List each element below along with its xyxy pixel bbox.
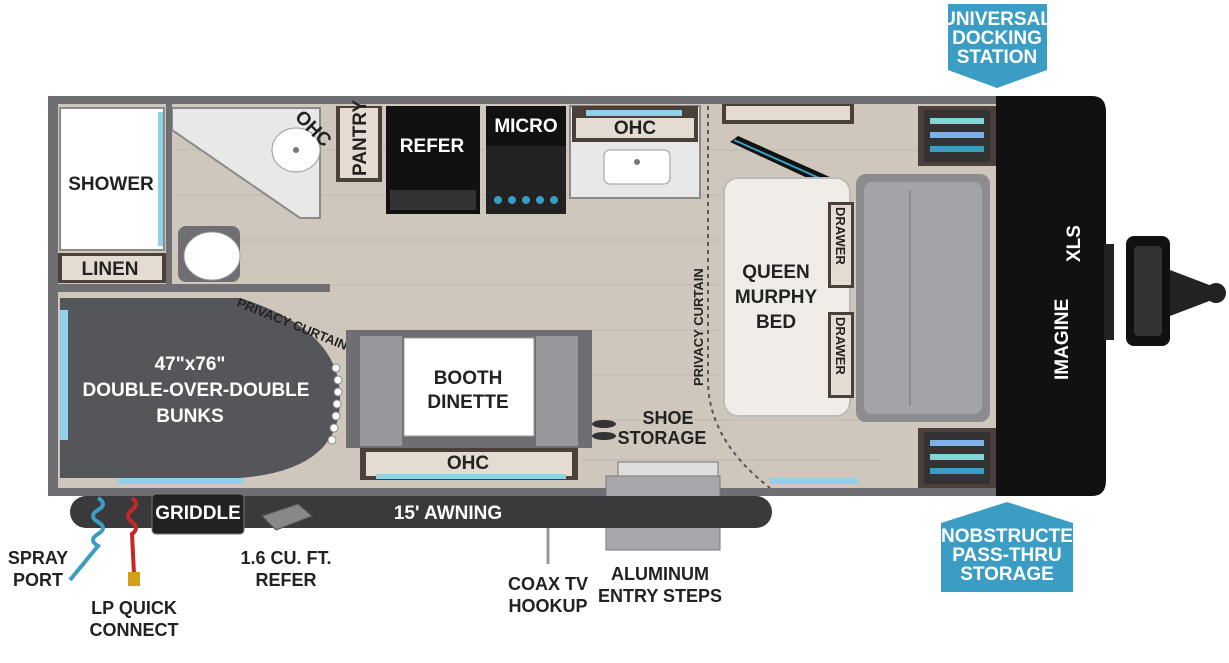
shower-window bbox=[158, 112, 163, 246]
pantry-label: PANTRY bbox=[350, 100, 371, 176]
lp-hose bbox=[126, 496, 138, 575]
drawer-bottom-label: DRAWER bbox=[833, 317, 848, 375]
pass-thru-storage-badge: UNOBSTRUCTED PASS-THRU STORAGE bbox=[927, 502, 1087, 592]
brand-sub: XLS bbox=[1064, 225, 1085, 262]
awning bbox=[70, 496, 772, 528]
coax-label-2: HOOKUP bbox=[508, 596, 587, 616]
bunks-size-label: 47"x76" bbox=[155, 354, 226, 375]
badge-docking-line-1: UNIVERSAL bbox=[942, 9, 1052, 30]
badge-storage-line-1: UNOBSTRUCTED bbox=[927, 526, 1086, 547]
spray-port-label-1: SPRAY bbox=[8, 548, 68, 568]
dinette-label-2: DINETTE bbox=[427, 392, 508, 413]
bath-wall bbox=[166, 104, 172, 284]
cubby-bottom bbox=[918, 428, 996, 488]
griddle bbox=[151, 493, 245, 535]
burners bbox=[494, 196, 558, 204]
bed-label-1: QUEEN bbox=[742, 262, 810, 283]
linen-label: LINEN bbox=[82, 259, 139, 280]
bedroom-window bbox=[770, 478, 858, 484]
dinette-ohc-label: OHC bbox=[447, 453, 490, 474]
privacy-curtain-label: PRIVACY CURTAIN bbox=[691, 268, 706, 386]
front-cap: IMAGINE XLS bbox=[996, 96, 1106, 496]
murphy-bed bbox=[723, 177, 851, 417]
bunk-window bbox=[118, 478, 244, 484]
steps-label-1: ALUMINUM bbox=[611, 564, 709, 584]
privacy-curtain-rings bbox=[327, 363, 343, 445]
shower-label: SHOWER bbox=[68, 174, 154, 195]
bed-label-3: BED bbox=[756, 312, 796, 333]
linen-door bbox=[62, 256, 162, 280]
lp-connector bbox=[128, 572, 140, 586]
bunks bbox=[60, 298, 341, 478]
shoe-storage-label-1: SHOE bbox=[642, 408, 693, 428]
coax-label-1: COAX TV bbox=[508, 574, 588, 594]
toilet bbox=[178, 226, 241, 282]
lp-label-2: CONNECT bbox=[90, 620, 179, 640]
drawer-top-label: DRAWER bbox=[833, 207, 848, 265]
booth-dinette bbox=[346, 330, 592, 448]
bunk-wall bbox=[58, 284, 330, 292]
spray-hose bbox=[68, 496, 105, 582]
refer-door-ext bbox=[261, 503, 313, 531]
dinette-label-1: BOOTH bbox=[434, 368, 503, 389]
hitch bbox=[1104, 236, 1226, 346]
refer-ext-label-2: REFER bbox=[255, 570, 316, 590]
badge-storage-line-3: STORAGE bbox=[960, 564, 1054, 585]
bunks-type-label: DOUBLE-OVER-DOUBLE bbox=[83, 380, 310, 401]
badge-docking-line-2: DOCKING bbox=[952, 28, 1042, 49]
shoes-icon bbox=[592, 420, 616, 440]
privacy-curtain-line bbox=[707, 106, 771, 489]
badge-storage-line-2: PASS-THRU bbox=[952, 545, 1061, 566]
kitchen-sink bbox=[603, 149, 671, 185]
bed-label-2: MURPHY bbox=[735, 287, 818, 308]
cubby-top bbox=[918, 106, 996, 166]
awning-label: 15' AWNING bbox=[394, 503, 502, 524]
sofa bbox=[856, 174, 990, 422]
refer-label: REFER bbox=[400, 136, 465, 157]
docking-station-badge: UNIVERSAL DOCKING STATION bbox=[942, 4, 1052, 88]
shower bbox=[59, 107, 165, 251]
badge-docking-line-3: STATION bbox=[957, 47, 1038, 68]
microwave bbox=[486, 106, 566, 146]
griddle-label: GRIDDLE bbox=[155, 503, 241, 524]
spray-port-label-2: PORT bbox=[13, 570, 63, 590]
brand-logo: IMAGINE bbox=[1052, 299, 1073, 380]
bunks-label: BUNKS bbox=[156, 406, 224, 427]
shoe-storage-label-2: STORAGE bbox=[618, 428, 707, 448]
kitchen-ohc-label: OHC bbox=[614, 118, 657, 139]
steps-label-2: ENTRY STEPS bbox=[598, 586, 722, 606]
lp-label-1: LP QUICK bbox=[91, 598, 177, 618]
refer-ext-label-1: 1.6 CU. FT. bbox=[240, 548, 331, 568]
micro-label: MICRO bbox=[494, 116, 557, 137]
